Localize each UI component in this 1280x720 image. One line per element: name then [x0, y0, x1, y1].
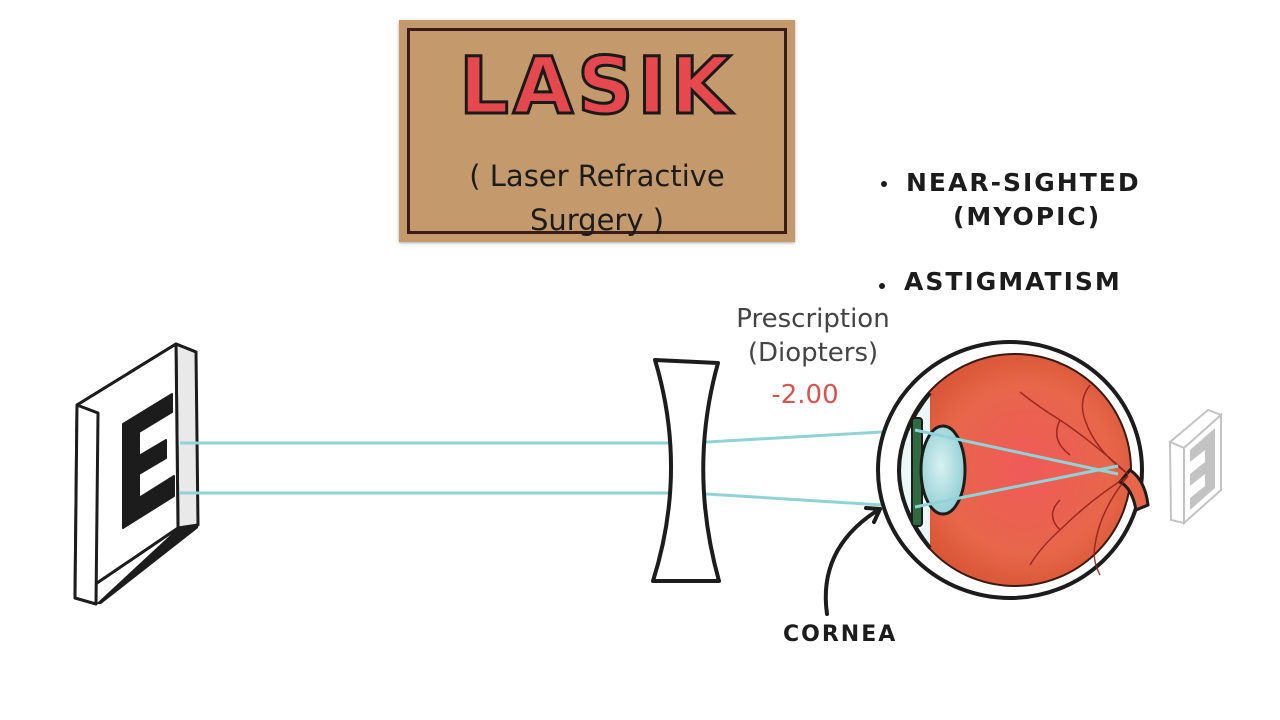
subtitle: ( Laser Refractive Surgery ) — [399, 154, 795, 242]
prescription-label-line-2: (Diopters) — [747, 338, 879, 368]
eye-cross-section — [876, 340, 1150, 600]
eye-chart-letter-e — [122, 393, 175, 529]
cornea-label: CORNEA — [783, 622, 898, 647]
prescription-value: -2.00 — [771, 380, 839, 410]
condition-myopic: (MYOPIC) — [953, 202, 1102, 231]
subtitle-line-1: ( Laser Refractive — [469, 159, 725, 193]
light-rays — [180, 428, 916, 509]
condition-astigmatism: ASTIGMATISM — [904, 267, 1122, 296]
title-card: LASIK ( Laser Refractive Surgery ) — [399, 20, 795, 242]
bullet-dot-2 — [879, 283, 885, 289]
subtitle-line-2: Surgery ) — [529, 203, 665, 237]
projected-image — [1168, 408, 1223, 526]
prescription-label-line-1: Prescription — [736, 304, 890, 334]
bullet-dot-1 — [881, 181, 887, 187]
prescription-label: Prescription (Diopters) — [730, 302, 896, 370]
title: LASIK — [458, 42, 735, 132]
title-card-border — [407, 28, 787, 234]
cornea-pointer-arrow — [823, 510, 877, 616]
concave-lens — [651, 358, 721, 583]
condition-near-sighted: NEAR-SIGHTED — [906, 168, 1141, 197]
eye-chart — [73, 342, 200, 606]
